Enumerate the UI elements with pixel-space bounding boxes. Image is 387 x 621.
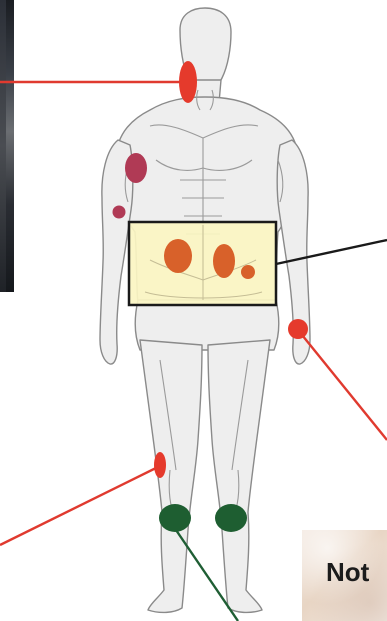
note-card[interactable]: Not [302, 530, 387, 621]
human-body-silhouette [100, 8, 310, 612]
arm-marker [113, 206, 126, 219]
abdomen-marker-center [213, 244, 235, 278]
wrist-marker [288, 319, 308, 339]
abdomen-marker-left [164, 239, 192, 273]
thigh-callout-line [0, 466, 160, 545]
wrist-callout-line [298, 330, 387, 440]
left-leg [140, 340, 202, 612]
neck-marker [179, 61, 197, 103]
abdomen-marker-small [241, 265, 255, 279]
thigh-marker [154, 452, 166, 478]
note-card-label: Not [326, 557, 369, 588]
shoulder-marker [125, 153, 147, 183]
knee-marker-left [159, 504, 191, 532]
knee-marker-right [215, 504, 247, 532]
